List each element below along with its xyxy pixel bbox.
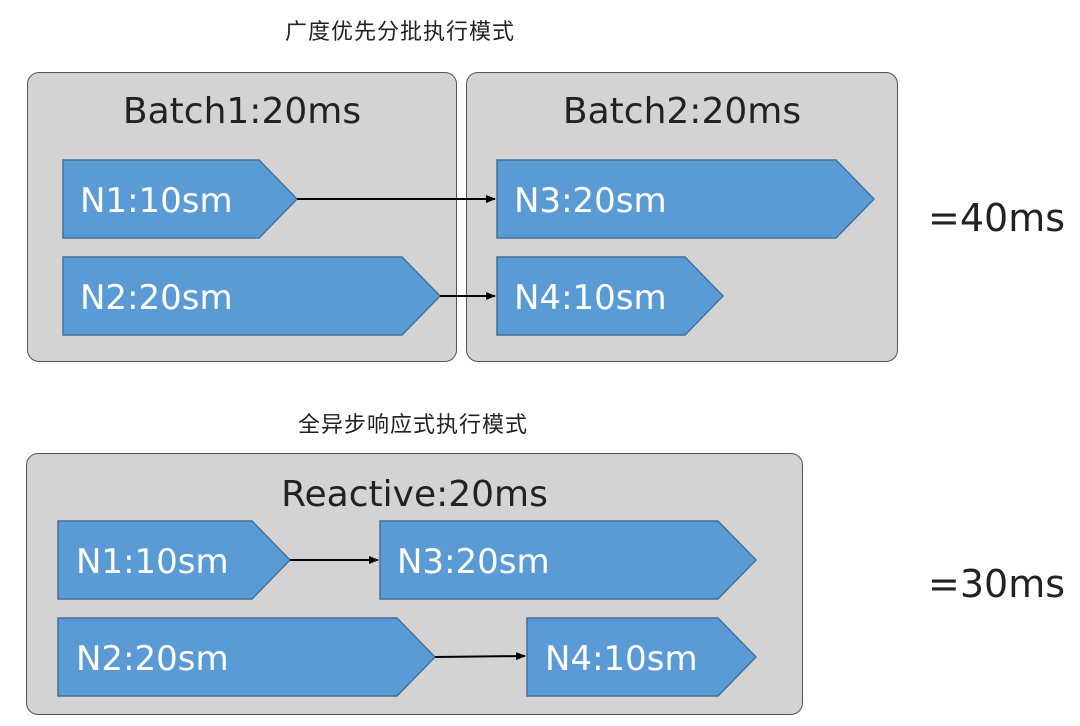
batch1-label: Batch1:20ms bbox=[122, 91, 362, 132]
reactive-result: =30ms bbox=[928, 562, 1066, 606]
reactive-label: Reactive:20ms bbox=[281, 474, 548, 515]
breadth-node-n3: N3:20sm bbox=[496, 159, 876, 239]
reactive-node-n1: N1:10sm bbox=[57, 520, 292, 600]
breadth-node-n4: N4:10sm bbox=[496, 256, 725, 336]
reactive-node-n3-label: N3:20sm bbox=[397, 542, 550, 582]
reactive-node-n4-label: N4:10sm bbox=[545, 639, 698, 679]
breadth-node-n3-label: N3:20sm bbox=[514, 181, 667, 221]
breadth-node-n2: N2:20sm bbox=[62, 256, 442, 336]
reactive-arrow-n2-n4 bbox=[434, 652, 526, 661]
reactive-section-title: 全异步响应式执行模式 bbox=[298, 413, 529, 438]
reactive-node-n3: N3:20sm bbox=[379, 520, 758, 600]
breadth-node-n2-label: N2:20sm bbox=[80, 278, 233, 318]
breadth-node-n1-label: N1:10sm bbox=[80, 181, 233, 221]
breadth-section-title: 广度优先分批执行模式 bbox=[285, 20, 516, 45]
breadth-result: =40ms bbox=[928, 196, 1066, 240]
breadth-node-n1: N1:10sm bbox=[62, 159, 299, 239]
breadth-node-n4-label: N4:10sm bbox=[514, 278, 667, 318]
reactive-node-n1-label: N1:10sm bbox=[76, 542, 229, 582]
reactive-node-n2-label: N2:20sm bbox=[76, 639, 229, 679]
reactive-node-n4: N4:10sm bbox=[526, 617, 758, 697]
reactive-node-n2: N2:20sm bbox=[57, 617, 437, 697]
batch2-label: Batch2:20ms bbox=[562, 91, 802, 132]
